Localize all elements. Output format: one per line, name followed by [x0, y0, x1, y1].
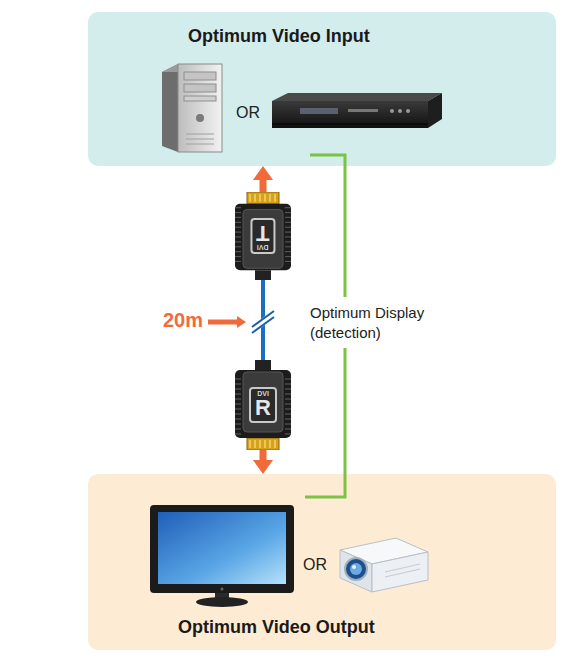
or-label: OR — [236, 104, 260, 122]
length-leader — [208, 320, 237, 325]
dvd-player — [272, 93, 442, 128]
signal-arrow — [260, 180, 267, 192]
device-panel: Optimum Video Input — [88, 12, 556, 166]
cable-break-mark — [252, 317, 274, 333]
pc-tower — [162, 64, 222, 152]
cable-length: 20m — [163, 309, 203, 332]
projector — [340, 538, 428, 592]
detection-line — [310, 155, 345, 166]
edge-label: Optimum Display (detection) — [310, 303, 435, 342]
panel-title: Optimum Video Input — [188, 26, 556, 47]
connector-type: DVI — [257, 390, 269, 397]
panel-title: Optimum Video Output — [178, 617, 556, 638]
dvi-connector: DVIT — [231, 192, 295, 280]
cable-break-gap — [252, 314, 274, 330]
connector-letter: R — [255, 397, 271, 419]
or-label: OR — [303, 556, 327, 574]
dvi-connector: DVIR — [231, 360, 295, 450]
detection-line — [305, 474, 345, 497]
connector-badge: DVIT — [250, 218, 275, 254]
connector-type: DVI — [257, 244, 269, 251]
connector-badge: DVIR — [249, 387, 277, 423]
signal-arrow — [260, 450, 267, 460]
flat-screen-tv — [150, 505, 294, 607]
connector-letter: T — [256, 222, 269, 244]
